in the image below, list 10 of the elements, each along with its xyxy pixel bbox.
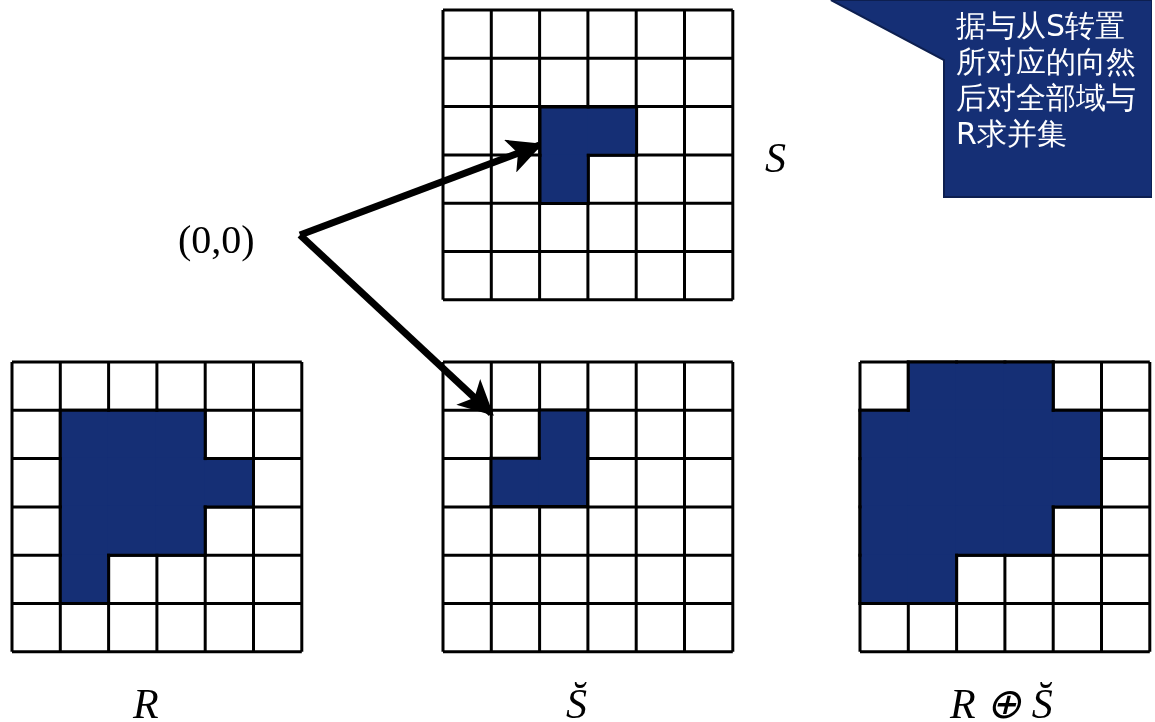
arrow [297, 232, 494, 416]
coordinate-label: (0,0) [178, 215, 296, 265]
math-label: S̆ [566, 683, 587, 722]
filled-cells-region [491, 410, 588, 507]
math-label: R [133, 683, 159, 722]
math-label: S [765, 137, 786, 179]
callout-box [830, 0, 1152, 198]
math-label: R ⊕ S̆ [950, 683, 1053, 722]
filled-cells-region [539, 106, 637, 204]
callout-text: 据与从S转置所对应的向然后对全部域与R求并集 [956, 8, 1137, 152]
